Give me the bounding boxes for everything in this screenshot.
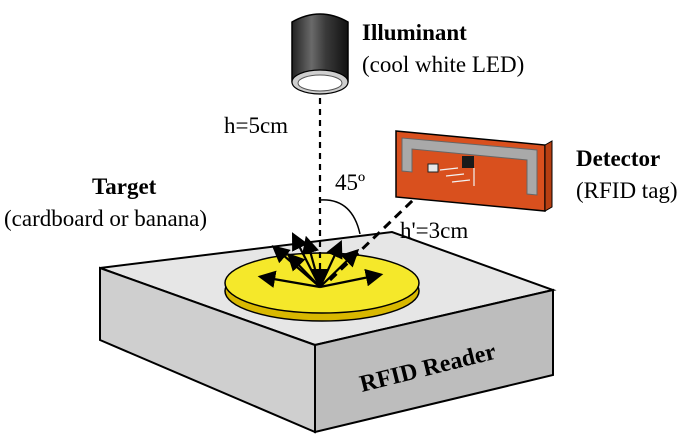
height-detector-label: h'=3cm <box>400 218 468 243</box>
illuminant-title: Illuminant <box>362 20 467 45</box>
detector-title: Detector <box>576 146 660 171</box>
detector-subtitle: (RFID tag) <box>576 178 678 203</box>
reflection-arrow <box>319 269 384 289</box>
rfid-tag-board-icon <box>395 130 553 212</box>
pcb-traces <box>439 167 475 186</box>
angle-label: 45º <box>335 170 365 195</box>
rfid-antenna <box>401 137 538 196</box>
illuminant-subtitle: (cool white LED) <box>362 52 524 77</box>
pcb-side <box>544 140 553 212</box>
rfid-sensor <box>427 163 439 173</box>
reflection-arrow <box>257 270 321 289</box>
target-title: Target <box>92 174 157 199</box>
angle-arc <box>319 199 361 235</box>
target-subtitle: (cardboard or banana) <box>4 206 207 231</box>
rfid-chip <box>462 156 474 168</box>
led-lamp-icon <box>291 13 349 95</box>
height-illuminant-label: h=5cm <box>224 113 288 138</box>
lamp-lens <box>297 74 343 92</box>
reader-front-face <box>314 288 554 434</box>
